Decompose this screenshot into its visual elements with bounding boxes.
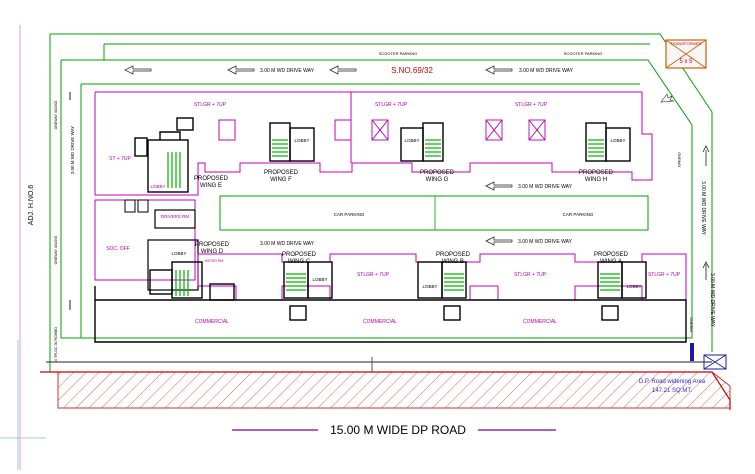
wing-d-label-2: WING D [201, 249, 224, 255]
north-block-ducts [371, 119, 546, 141]
scooter-parking-left: SCOOTER PARKING [379, 51, 418, 56]
wing-h-floors: STLGR + 7UP [515, 102, 548, 108]
driveway-label-top-left: 3.00 M WD DRIVE WAY [260, 68, 315, 74]
right-label-1: 3.00 M WD DRIVE WAY [700, 181, 706, 236]
wing-f-label-2: WING F [270, 177, 292, 183]
lobby-g: LOBBY [404, 138, 419, 143]
road-title: 15.00 M WIDE DP ROAD [330, 423, 466, 437]
wing-g-label-1: PROPOSED [420, 170, 455, 176]
lobby-h: LOBBY [610, 138, 625, 143]
drawing-frame [0, 25, 46, 470]
driveway-label-south: 3.00 M WD DRIVE WAY [260, 241, 315, 247]
road-axis: 15.00 M WIDE DP ROAD [232, 357, 556, 437]
left-label-1: ONEWAY 400/200 [54, 101, 58, 130]
left-service-rooms: DRIVERS RM SOC. OFF [94, 199, 199, 291]
transformer-size: 5 x 5 [679, 59, 693, 65]
wing-h-label-1: PROPOSED [579, 170, 614, 176]
wing-g-label-2: WING G [426, 177, 449, 183]
widening-label: D.P. Road widening Area [639, 379, 706, 385]
lobby-a: LOBBY [626, 284, 641, 289]
wing-f-label-1: PROPOSED [264, 170, 299, 176]
lobby-c: LOBBY [312, 277, 327, 282]
right-side-labels: 3.00 M WD DRIVE WAY 3.00 M WD DRIVE WAY … [660, 93, 727, 370]
wing-c-label-2: WING C [288, 259, 311, 265]
widening-area: 147.21 SQ.MT. [652, 388, 692, 394]
lobby-d: LOBBY [171, 251, 186, 256]
wing-e-label-1: PROPOSED [194, 176, 229, 182]
wing-b-label-2: WING B [442, 259, 464, 265]
left-side-labels: ADJ. H.NO.6 ONEWAY 400/200 3.00 M WD DRI… [28, 92, 75, 363]
lobby-b: LOBBY [422, 284, 437, 289]
road-widening-area: D.P. Road widening Area 147.21 SQ.MT. [40, 361, 731, 410]
wing-b-label-1: PROPOSED [436, 252, 471, 258]
wing-a-label-1: PROPOSED [594, 252, 629, 258]
right-label-3: ONEWAY [677, 152, 681, 168]
south-stairs [175, 270, 620, 296]
wing-a-label-2: WING A [600, 259, 622, 265]
wing-b-floors: STLGR + 7UP [514, 272, 547, 278]
transformer-box: TRANSFORMER 5 x 5 [665, 39, 707, 69]
wing-e-label-2: WING E [200, 183, 222, 189]
north-building-block [94, 91, 653, 196]
wing-f-floors: STLGR + 7UP [194, 102, 227, 108]
left-label-2: 3.00 M WD DRIVE WAY [70, 126, 75, 175]
meter-room-label: METER RM [205, 259, 224, 263]
top-driveway: S.NO.69/32 3.00 M WD DRIVE WAY 3.00 M WD… [124, 65, 574, 75]
wing-g-floors: STLGR + 7UP [375, 102, 408, 108]
drivers-room-label: DRIVERS RM [161, 214, 190, 219]
wing-e-floors: ST + 7UP [109, 156, 131, 162]
right-label-4: ONEWAY [689, 317, 693, 333]
driveway-label-south-right: 3.00 M WD DRIVE WAY [518, 239, 573, 245]
wing-h-label-2: WING H [585, 177, 607, 183]
car-parking-right: CAR PARKING [563, 212, 594, 217]
car-parking-left: CAR PARKING [334, 212, 365, 217]
commercial-2: COMMERCIAL [363, 319, 397, 325]
wing-a-floors: STLGR + 7UP [648, 272, 681, 278]
survey-number: S.NO.69/32 [391, 66, 433, 75]
commercial-3: COMMERCIAL [523, 319, 557, 325]
south-block-walls [94, 261, 687, 343]
wing-d-label-1: PROPOSED [195, 242, 230, 248]
lobby-e: LOBBY [150, 184, 165, 189]
driveway-label-mid: 3.00 M WD DRIVE WAY [518, 184, 573, 190]
commercial-1: COMMERCIAL [195, 319, 229, 325]
adjacent-house-label: ADJ. H.NO.6 [28, 185, 35, 226]
wing-c-floors: STLGR + 7UP [357, 272, 390, 278]
transformer-label: TRANSFORMER [671, 41, 702, 46]
north-stairs [167, 139, 604, 188]
car-parking-area: CAR PARKING CAR PARKING [219, 195, 649, 231]
driveway-label-top-right: 3.00 M WD DRIVE WAY [519, 68, 574, 74]
lobby-f: LOBBY [294, 138, 309, 143]
right-label-2: 3.00 M WD DRIVE WAY [709, 273, 715, 328]
left-label-4: 10 TPLOC 30 ROWBD [54, 327, 58, 363]
left-label-3: ONEWAY 400/200 [54, 236, 58, 265]
soc-office-label: SOC. OFF [106, 246, 130, 252]
scooter-parking-right: SCOOTER PARKING [564, 51, 603, 56]
wing-c-label-1: PROPOSED [282, 252, 317, 258]
north-block-walls [134, 117, 631, 193]
